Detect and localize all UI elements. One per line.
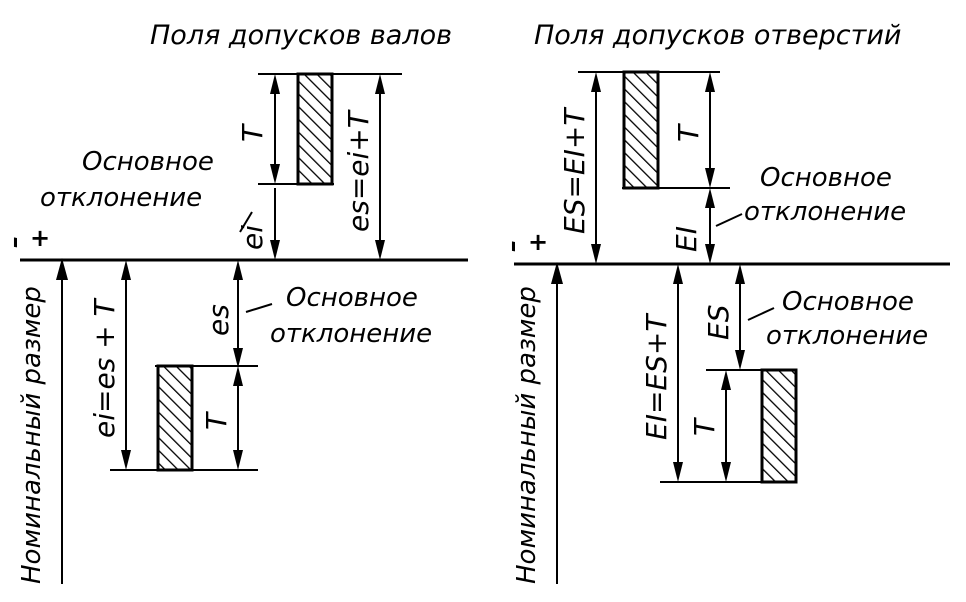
- hole-upper-note-line2: отклонение: [744, 197, 906, 227]
- shaft-ei-eq-arrow-bottom: [121, 450, 131, 470]
- shaft-lower-T-arrow-top: [233, 366, 243, 386]
- hole-tolerance-panel: Поля допусков отверстий Номинальный разм…: [498, 20, 950, 584]
- hole-axis-label: Номинальный размер: [512, 286, 542, 584]
- hole-ES-label: ES: [702, 305, 735, 340]
- hole-ES-eq-arrow-bottom: [591, 244, 601, 264]
- hole-plus-sign: +: [528, 228, 548, 256]
- hole-upper-T-label: T: [672, 123, 705, 142]
- shaft-ei-arrow: [270, 240, 280, 260]
- shaft-upper-T-arrow-top: [270, 74, 280, 94]
- hole-EI-arrow-top: [705, 188, 715, 208]
- shaft-plus-sign: +: [30, 224, 50, 252]
- shaft-ei-eq-label: ei=es + T: [88, 297, 121, 438]
- shaft-upper-note-line1: Основное: [82, 147, 214, 177]
- shaft-minus-sign: –: [0, 236, 28, 248]
- hole-panel-title: Поля допусков отверстий: [534, 20, 901, 51]
- shaft-es-arrow-bottom: [233, 348, 243, 368]
- shaft-upper-note-line2: отклонение: [40, 183, 202, 213]
- hole-upper-tolerance-zone: [622, 70, 660, 190]
- shaft-upper-T-arrow-bottom: [270, 164, 280, 184]
- hole-lower-T-arrow-top: [721, 370, 731, 390]
- shaft-ei-eq-arrow-top: [121, 260, 131, 280]
- hole-lower-T-arrow-bottom: [721, 462, 731, 482]
- shaft-lower-T-label: T: [200, 411, 233, 430]
- shaft-axis-label: Номинальный размер: [17, 286, 47, 584]
- shaft-es-eq-label: es=ei+T: [342, 109, 375, 232]
- shaft-lower-T-arrow-bottom: [233, 450, 243, 470]
- hole-ES-eq-label: ES=EI+T: [558, 107, 591, 234]
- shaft-tolerance-panel: Поля допусков валов Номинальный размер +…: [0, 20, 468, 584]
- hole-EI-eq-arrow-top: [673, 264, 683, 284]
- shaft-upper-T-label: T: [236, 123, 269, 142]
- hole-upper-note-line1: Основное: [760, 163, 892, 193]
- hole-nominal-axis-arrow: [551, 262, 563, 284]
- shaft-lower-tolerance-zone: [156, 364, 194, 472]
- hole-lower-tolerance-zone: [760, 368, 798, 484]
- hole-lower-note-leader: [747, 307, 775, 321]
- shaft-nominal-axis-arrow: [56, 258, 68, 280]
- shaft-upper-tolerance-zone: [296, 72, 334, 186]
- shaft-es-eq-arrow-bottom: [375, 240, 385, 260]
- shaft-lower-note-line1: Основное: [286, 283, 418, 313]
- hole-upper-note-leader: [715, 213, 743, 227]
- shaft-panel-title: Поля допусков валов: [150, 20, 452, 51]
- hole-upper-T-arrow-top: [705, 72, 715, 92]
- hole-EI-label: EI: [670, 226, 703, 252]
- shaft-es-eq-arrow-top: [375, 74, 385, 94]
- shaft-es-arrow-top: [233, 260, 243, 280]
- hole-EI-eq-label: EI=ES+T: [640, 313, 673, 440]
- shaft-lower-note-leader: [245, 303, 273, 313]
- hole-lower-note-line2: отклонение: [766, 321, 928, 351]
- shaft-es-label: es: [202, 304, 235, 336]
- hole-lower-T-label: T: [688, 417, 721, 436]
- hole-ES-eq-arrow-top: [591, 72, 601, 92]
- hole-ES-arrow-bottom: [735, 350, 745, 370]
- shaft-lower-note-line2: отклонение: [270, 319, 432, 349]
- hole-ES-arrow-top: [735, 264, 745, 284]
- hole-EI-eq-arrow-bottom: [673, 462, 683, 482]
- hole-EI-arrow-bottom: [705, 244, 715, 264]
- hole-lower-note-line1: Основное: [782, 287, 914, 317]
- hole-upper-T-arrow-bottom: [705, 168, 715, 188]
- shaft-upper-note-leader: [239, 211, 253, 233]
- hole-minus-sign: –: [498, 240, 526, 252]
